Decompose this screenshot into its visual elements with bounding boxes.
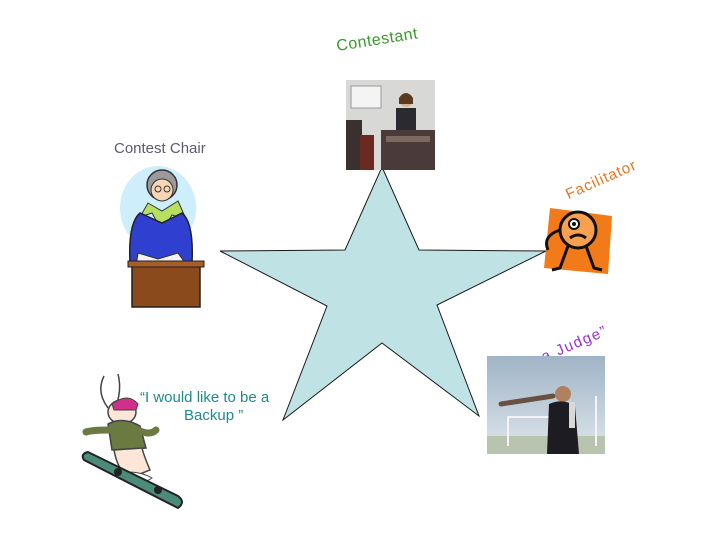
- rabbit-snowboard-clipart: [81, 373, 183, 510]
- central-star: [219, 165, 547, 422]
- referee-image-icon: [487, 356, 605, 454]
- contest-chair-label: Contest Chair: [114, 140, 206, 157]
- judge-photo: [487, 356, 605, 454]
- facilitator-clipart: [544, 208, 612, 274]
- contestant-photo: [346, 80, 435, 170]
- backup-label-line1: “I would like to be a: [140, 389, 270, 406]
- presenter-image-icon: [346, 80, 435, 170]
- contest-chair-clipart: [120, 166, 205, 308]
- backup-label-line2: Backup ”: [184, 407, 244, 424]
